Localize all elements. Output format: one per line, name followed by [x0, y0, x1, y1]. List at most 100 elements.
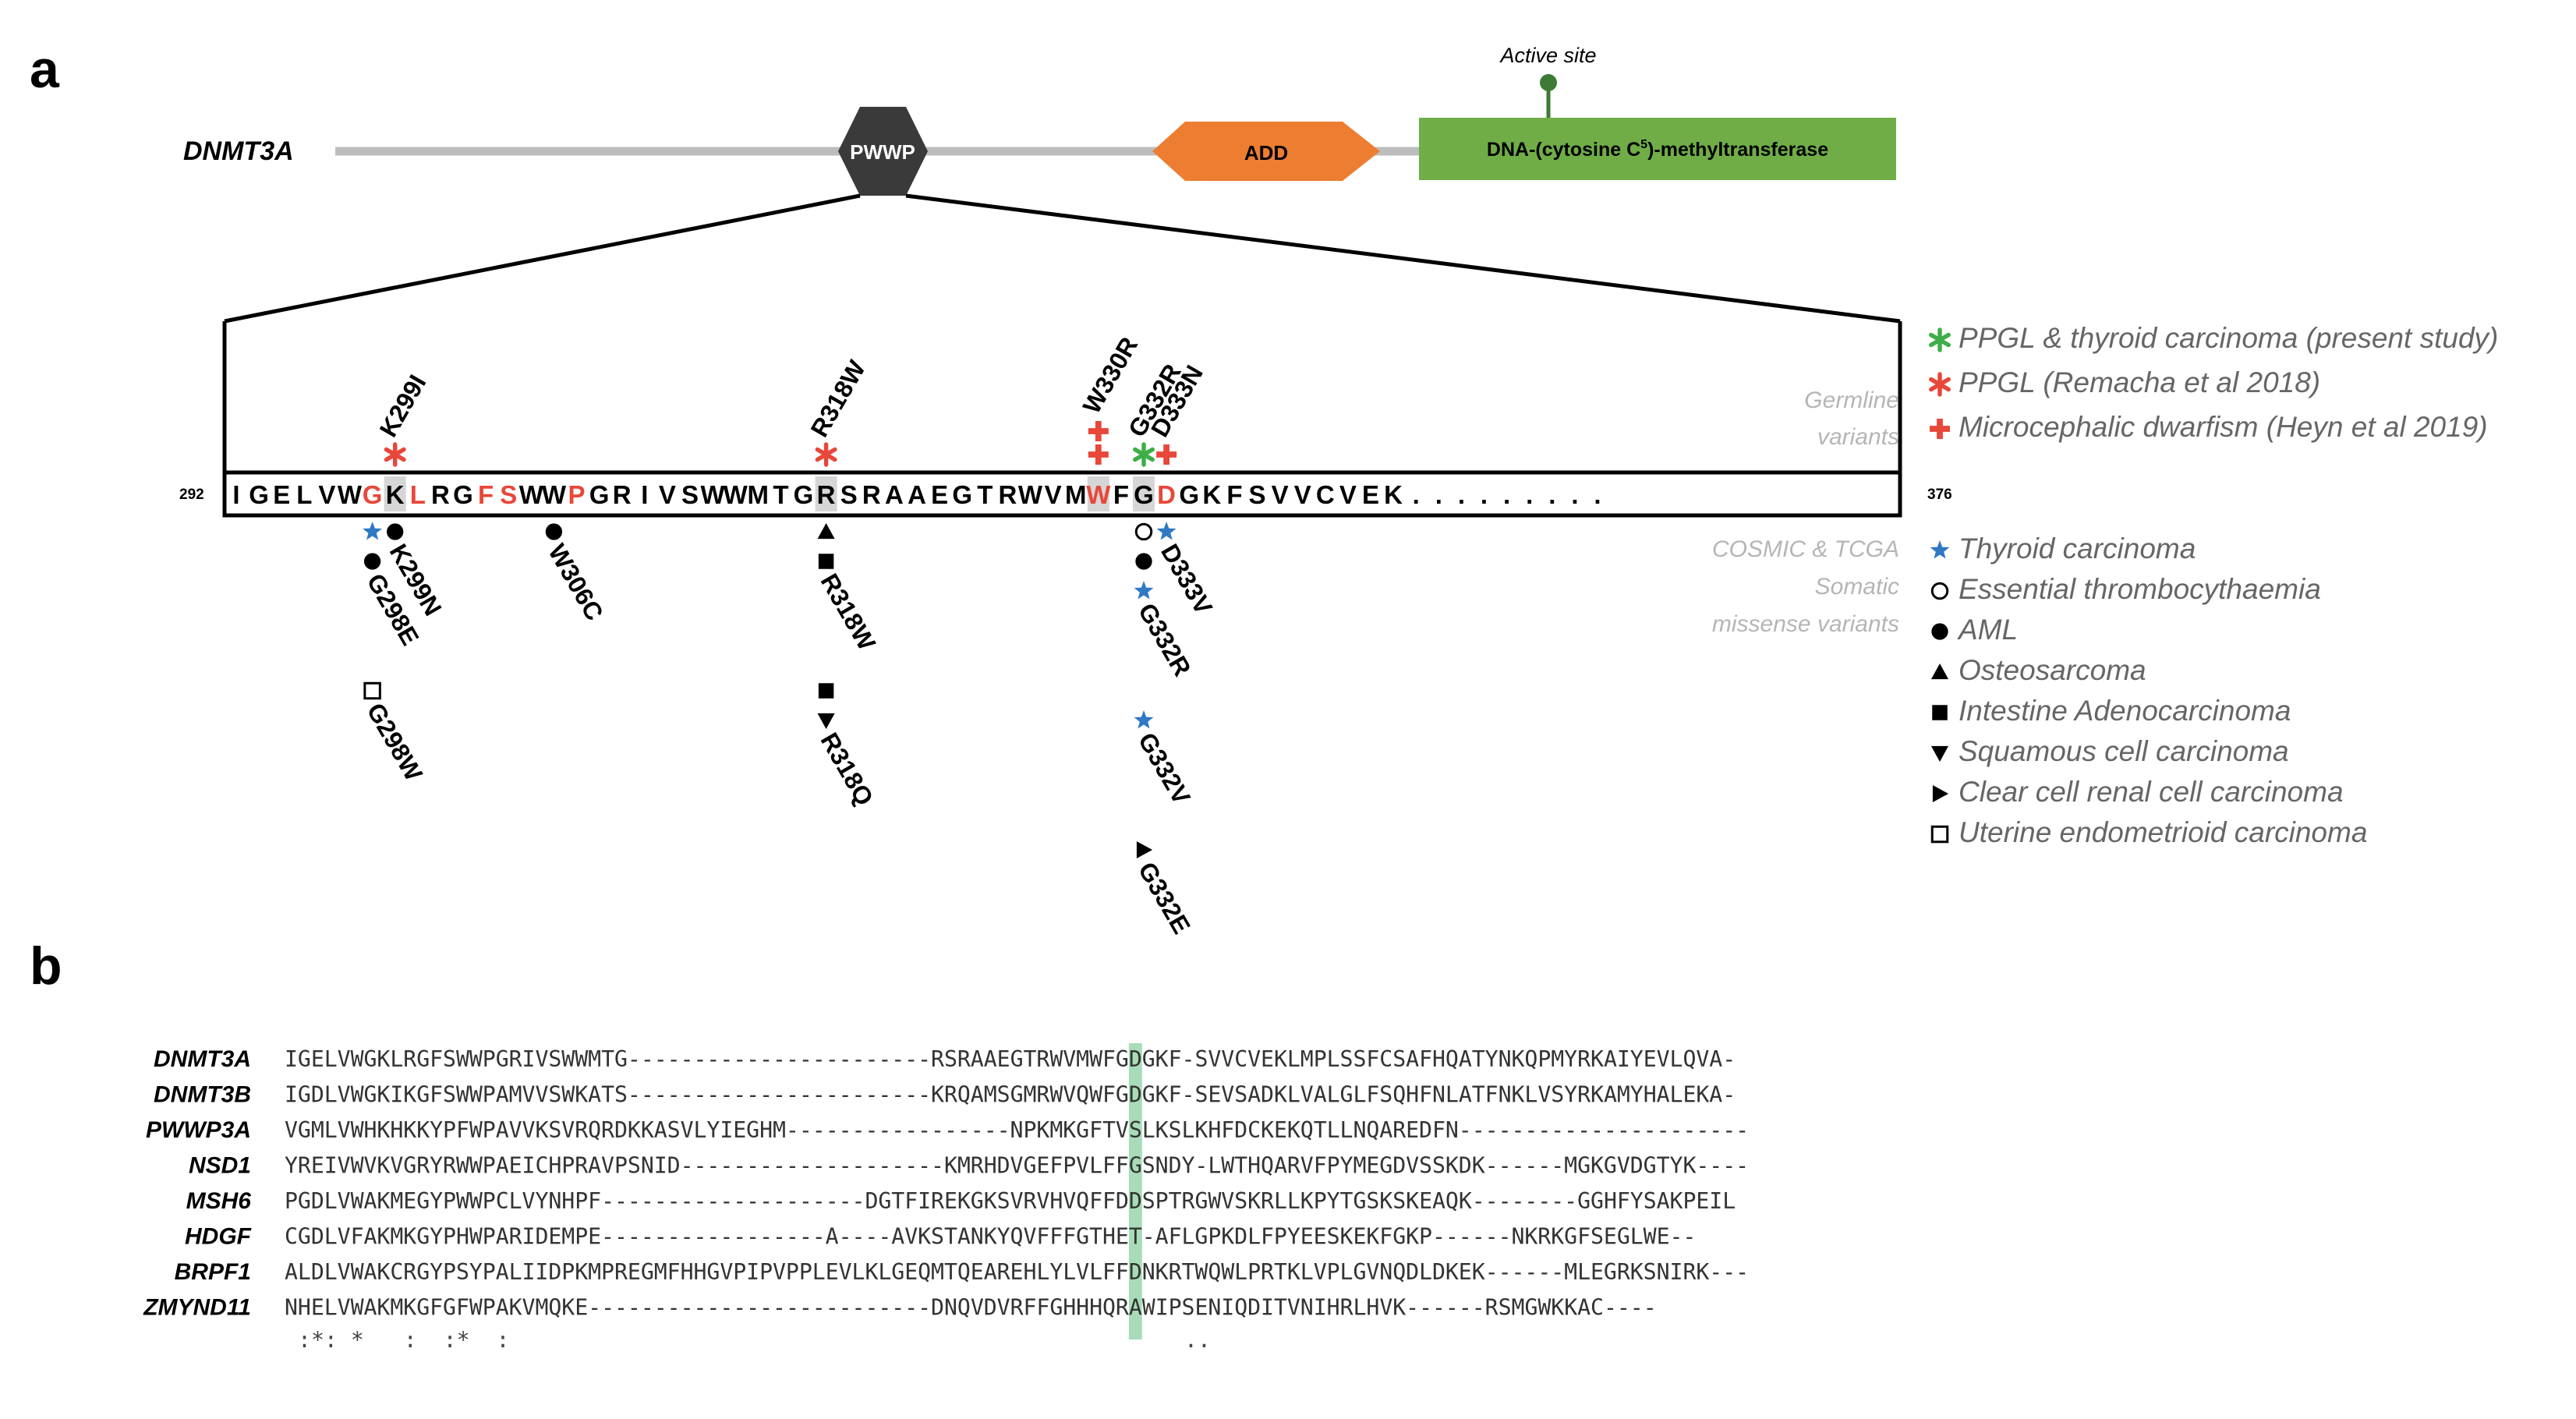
somatic-variant-label: G298W: [362, 699, 429, 787]
legend-entry: Squamous cell carcinoma: [1959, 735, 2289, 767]
sequence-residue: W: [542, 480, 567, 509]
sequence-residue: .: [1435, 480, 1442, 509]
sequence-residue: S: [1248, 480, 1265, 509]
somatic-symbol: [363, 553, 381, 570]
gene-name: DNMT3A: [183, 136, 294, 166]
mtase-label: DNA-(cytosine C5)-methyltransferase: [1487, 138, 1828, 161]
sequence-residue: G: [363, 480, 383, 509]
alignment-sequence-name: PWWP3A: [146, 1117, 251, 1143]
legend-symbol: [1932, 705, 1948, 720]
somatic-variant-label: G332E: [1133, 858, 1196, 939]
sequence-residue: R: [817, 480, 836, 509]
germline-symbol: [1156, 444, 1177, 465]
sequence-residue: E: [1362, 480, 1379, 509]
sequence-residue: C: [1316, 480, 1335, 509]
germline-symbol: [1088, 444, 1109, 465]
seq-end-number: 376: [1927, 487, 1952, 503]
sequence-residue: W: [519, 480, 544, 509]
sequence-residue: G: [249, 480, 269, 509]
alignment-sequence: VGMLVWHKHKKYPFWPAVVKSVRQRDKKASVLYIEGHM--…: [285, 1117, 1749, 1143]
sequence-residue: G: [794, 480, 814, 509]
somatic-symbol: [545, 523, 563, 540]
somatic-symbol: [1156, 522, 1177, 540]
legend-symbol: [1932, 784, 1949, 803]
somatic-symbol: [387, 523, 404, 540]
sequence-residue: K: [1384, 480, 1403, 509]
sequence-residue: G: [589, 480, 610, 509]
somatic-variant-label: G332R: [1133, 599, 1197, 681]
sequence-residue: V: [659, 480, 676, 509]
alignment-sequence-name: ZMYND11: [143, 1295, 251, 1321]
somatic-variant-label: G332V: [1133, 728, 1196, 810]
residue-highlight: [815, 476, 837, 511]
alignment-sequence-name: NSD1: [189, 1153, 251, 1179]
pwwp-domain: [838, 107, 928, 196]
germline-symbol: [384, 442, 406, 467]
legend-symbol: [1930, 540, 1950, 559]
germline-symbol: [1088, 421, 1109, 441]
legend-symbol: [1930, 825, 1949, 844]
sequence-residue: I: [232, 480, 239, 509]
sequence-residue: A: [908, 480, 926, 509]
alignment-sequence-name: MSH6: [186, 1188, 252, 1214]
somatic-symbol: [817, 522, 835, 540]
somatic-caption-3: missense variants: [1712, 611, 1899, 637]
legend-entry: Osteosarcoma: [1959, 654, 2146, 686]
sequence-residue: V: [1294, 480, 1311, 509]
sequence-residue: .: [1526, 480, 1533, 509]
somatic-symbol: [817, 713, 835, 730]
sequence-residue: E: [273, 480, 290, 509]
panel-a-label: a: [30, 40, 60, 99]
germline-variant-label: R318W: [805, 355, 871, 441]
germline-symbol: [815, 442, 837, 467]
panel-a: a DNMT3A PWWP ADD DNA-(cytosine C5)-meth…: [30, 40, 2498, 939]
alignment-sequence-name: DNMT3B: [154, 1082, 251, 1108]
sequence-residue: V: [1045, 480, 1062, 509]
somatic-symbol: [1134, 710, 1154, 729]
sequence-residue: R: [998, 480, 1017, 509]
somatic-symbol: [818, 683, 834, 699]
legend-entry: Thyroid carcinoma: [1959, 533, 2196, 564]
sequence-residue: L: [296, 480, 312, 509]
pwwp-label: PWWP: [850, 140, 915, 164]
sequence-residue: .: [1594, 480, 1601, 509]
sequence-residue: A: [885, 480, 904, 509]
somatic-variant-label: D333V: [1155, 540, 1218, 620]
seq-start-number: 292: [179, 487, 204, 503]
sequence-residue: R: [431, 480, 450, 509]
alignment-sequence-name: BRPF1: [175, 1259, 251, 1285]
sequence-residue: .: [1503, 480, 1510, 509]
somatic-variant-label: R318W: [816, 569, 882, 656]
sequence-residue: .: [1458, 480, 1465, 509]
legend-entry: PPGL (Remacha et al 2018): [1959, 366, 2320, 398]
sequence-residue: I: [641, 480, 648, 509]
legend-symbol: [1930, 663, 1949, 680]
active-site-pin: [1540, 74, 1557, 91]
alignment-sequence-name: DNMT3A: [154, 1046, 251, 1072]
legend-symbol: [1930, 745, 1949, 763]
legend-entry: Essential thrombocythaemia: [1959, 573, 2321, 605]
alignment-sequence: YREIVWVKVGRYRWWPAEICHPRAVPSNID----------…: [285, 1153, 1749, 1179]
legend: PPGL & thyroid carcinoma (present study)…: [1929, 322, 2498, 848]
add-domain: [1152, 122, 1380, 181]
legend-entry: Microcephalic dwarfism (Heyn et al 2019): [1959, 411, 2488, 443]
legend-symbol: [1930, 419, 1950, 439]
somatic-symbol: [363, 522, 382, 540]
legend-entry: Intestine Adenocarcinoma: [1959, 695, 2291, 727]
alignment-sequence: CGDLVFAKMKGYPHWPARIDEMPE----------------…: [285, 1224, 1696, 1250]
sequence-residue: G: [952, 480, 972, 509]
legend-symbol: [1929, 327, 1951, 352]
somatic-symbol: [363, 681, 381, 700]
sequence-residue: .: [1548, 480, 1555, 509]
sequence-residue: T: [773, 480, 788, 509]
legend-entry: Clear cell renal cell carcinoma: [1959, 776, 2344, 808]
legend-entry: Uterine endometrioid carcinoma: [1959, 816, 2367, 848]
sequence-residue: V: [1272, 480, 1289, 509]
somatic-symbol: [1134, 581, 1154, 600]
sequence-residue: .: [1481, 480, 1488, 509]
sequence-residue: W: [724, 480, 748, 509]
germline-symbol: [1133, 442, 1155, 467]
